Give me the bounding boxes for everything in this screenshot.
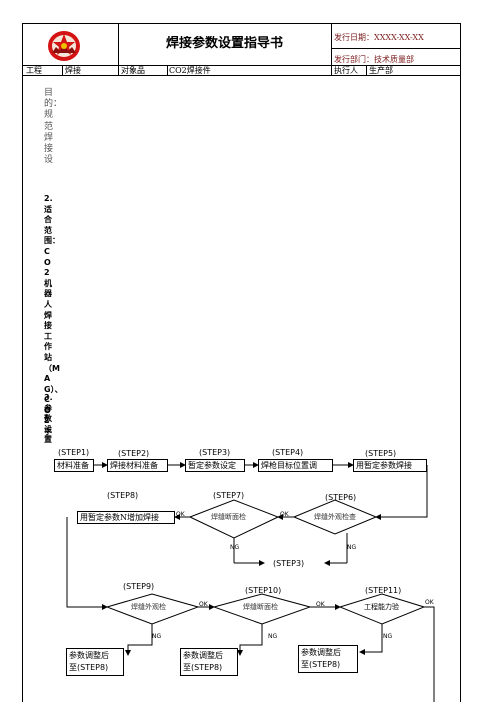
company-logo-icon <box>48 31 80 61</box>
diamond7-text: 焊缝断面检 <box>211 513 246 521</box>
step1-label: (STEP1) <box>58 448 90 457</box>
step6-label: (STEP6) <box>325 493 357 502</box>
object-label: 对象品 <box>121 66 145 75</box>
box-adjust-return-1-line1: 参数调整后 <box>69 651 109 660</box>
header-divider-h2 <box>331 48 461 49</box>
box-temp-param-setting: 暂定参数设定 <box>185 459 245 472</box>
process-label: 工程 <box>26 66 42 75</box>
executor-label: 执行人 <box>334 66 358 75</box>
body-border-right <box>460 76 461 702</box>
box-adjust-return-2: 参数调整后 至(STEP8) <box>180 648 238 676</box>
ng-label-d11: NG <box>383 633 393 640</box>
box-adjust-return-2-line1: 参数调整后 <box>183 651 223 660</box>
process-value: 焊接 <box>65 66 81 75</box>
box-welding-material-prep: 焊接材料准备 <box>107 459 168 472</box>
diamond9-text: 焊缝外观检 <box>131 603 166 611</box>
ok-label-d6: OK <box>280 511 289 518</box>
step7-label: (STEP7) <box>213 491 245 500</box>
diamond-step11 <box>338 593 426 625</box>
diamond-step7 <box>188 499 280 539</box>
box-torch-position-adjust: 焊枪目标位置调 <box>258 459 333 472</box>
issue-date: 发行日期：XXXX-XX-XX <box>334 33 424 42</box>
step11-label: (STEP11) <box>365 586 402 595</box>
diamond-step6 <box>292 499 378 535</box>
ng-label-d6: NG <box>347 544 357 551</box>
diamond6-text: 焊缝外观检查 <box>314 513 356 521</box>
diamond-step10 <box>212 593 312 625</box>
header-divider-h <box>22 65 461 66</box>
ok-label-d10: OK <box>316 601 325 608</box>
box-adjust-return-3: 参数调整后 至(STEP8) <box>298 645 358 673</box>
box-adjust-return-1-line2: 至(STEP8) <box>69 663 109 672</box>
step2-label: (STEP2) <box>118 449 150 458</box>
executor-value: 生产部 <box>369 66 393 75</box>
diamond10-text: 焊缝断面检 <box>243 603 278 611</box>
header-table <box>22 23 461 76</box>
step5-label: (STEP5) <box>365 449 397 458</box>
body-border-left <box>22 76 23 702</box>
header-divider-v2 <box>331 23 332 76</box>
header-divider-v5 <box>366 65 367 76</box>
diamond-step9 <box>105 593 200 625</box>
ok-label-d11: OK <box>425 599 434 606</box>
step3-label: (STEP3) <box>199 448 231 457</box>
step10-label: (STEP10) <box>245 586 282 595</box>
header-divider-v4 <box>167 65 168 76</box>
ng-label-d9: NG <box>152 633 162 640</box>
box-adjust-return-3-line2: 至(STEP8) <box>301 660 341 669</box>
issue-department: 发行部门：技术质量部 <box>334 55 414 64</box>
step8-label: (STEP8) <box>107 491 139 500</box>
box-temp-param-welding: 用暂定参数焊接 <box>353 459 427 472</box>
section-scope: 2.适合范围：CO2机器人焊接工作站（MAG）、CO2手 <box>44 194 63 437</box>
diamond11-text: 工程能力验 <box>364 603 399 611</box>
header-divider-v3 <box>62 65 63 76</box>
box-adjust-return-2-line2: 至(STEP8) <box>183 663 223 672</box>
step3-return-label: (STEP3) <box>273 559 305 568</box>
box-adjust-return-1: 参数调整后 至(STEP8) <box>66 648 124 676</box>
ok-label-d9: OK <box>199 601 208 608</box>
ok-label-d7: OK <box>176 511 185 518</box>
section-params: 3.参数设置 <box>44 393 53 445</box>
ng-label-d7: NG <box>230 544 240 551</box>
section-purpose: 目的：规范焊接设 <box>44 88 63 166</box>
document-title: 焊接参数设置指导书 <box>165 36 283 51</box>
step9-label: (STEP9) <box>123 582 155 591</box>
object-value: CO2焊接件 <box>169 66 211 75</box>
box-temp-param-n-welding: 用暂定参数N增加焊接 <box>77 511 175 524</box>
step4-label: (STEP4) <box>272 448 304 457</box>
box-material-prep: 材料准备 <box>54 459 94 472</box>
box-adjust-return-3-line1: 参数调整后 <box>301 648 341 657</box>
ng-label-d10: NG <box>268 633 278 640</box>
header-divider-v1 <box>118 23 119 76</box>
